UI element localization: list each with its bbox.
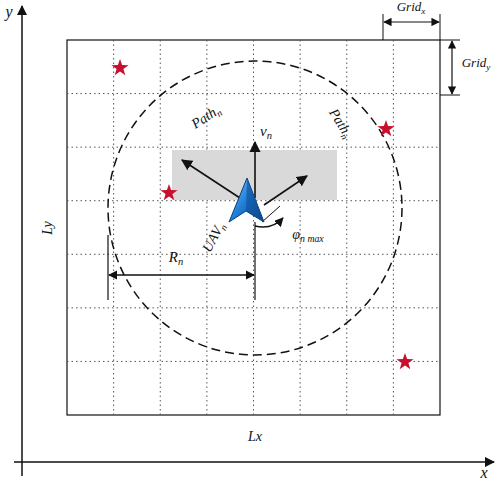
subscript: y	[486, 62, 490, 72]
grid-line	[67, 254, 440, 255]
tick	[440, 95, 460, 96]
target-star	[377, 120, 394, 136]
subscript: n	[267, 130, 272, 141]
radius-label: Rn	[169, 250, 183, 268]
x-axis	[14, 461, 494, 463]
grid-line	[67, 307, 440, 308]
label-text: φ	[292, 227, 300, 242]
velocity-arrow	[254, 142, 256, 198]
angle-label: φn max	[292, 228, 323, 244]
y-axis	[21, 6, 23, 476]
label-text: Ly	[40, 221, 55, 235]
grid-line	[67, 93, 440, 94]
grid-line	[67, 147, 440, 148]
label-text: y	[5, 3, 12, 20]
tick	[383, 14, 384, 40]
axis-label: y	[5, 4, 12, 20]
angle-leg	[262, 206, 280, 222]
uav-icon	[229, 178, 264, 222]
label-text: Path	[326, 106, 353, 136]
detection-circle	[108, 61, 402, 355]
grid-lines	[67, 40, 440, 415]
subscript: n max	[300, 233, 324, 244]
path-arrow	[182, 160, 243, 200]
region-border	[67, 40, 440, 415]
label-text: Grid	[397, 0, 422, 14]
path-label: Pathn	[325, 107, 355, 142]
target-star	[111, 59, 128, 75]
dimension-arrow	[384, 21, 439, 22]
target-star	[396, 353, 413, 369]
grid-line	[67, 361, 440, 362]
grid-line	[113, 40, 114, 415]
label-text: Lx	[248, 429, 262, 444]
tick	[440, 14, 441, 40]
label-text: Grid	[462, 55, 487, 70]
grid-line	[253, 40, 254, 415]
label-text: v	[260, 123, 267, 139]
grid-line	[206, 40, 207, 415]
label-text: R	[169, 249, 178, 265]
axis-label: x	[480, 465, 487, 481]
tick	[440, 40, 460, 41]
uav-label: UAVn	[201, 220, 230, 255]
subscript: x	[421, 6, 425, 16]
dimension-label: Lx	[248, 430, 262, 444]
label-text: x	[480, 464, 487, 481]
velocity-label: vn	[260, 124, 272, 142]
dimension-arrow	[451, 41, 452, 94]
path-arrow	[264, 176, 307, 205]
grid-line	[346, 40, 347, 415]
target-star	[160, 184, 177, 200]
dimension-label: Gridx	[397, 0, 426, 16]
path-label: Pathn	[190, 103, 225, 133]
tick	[254, 222, 255, 300]
radius-arrow	[109, 274, 254, 275]
subscript: n	[178, 256, 183, 267]
dimension-label: Gridy	[462, 56, 491, 72]
dimension-label: Ly	[41, 221, 55, 235]
grid-line	[393, 40, 394, 415]
tick	[107, 235, 108, 300]
